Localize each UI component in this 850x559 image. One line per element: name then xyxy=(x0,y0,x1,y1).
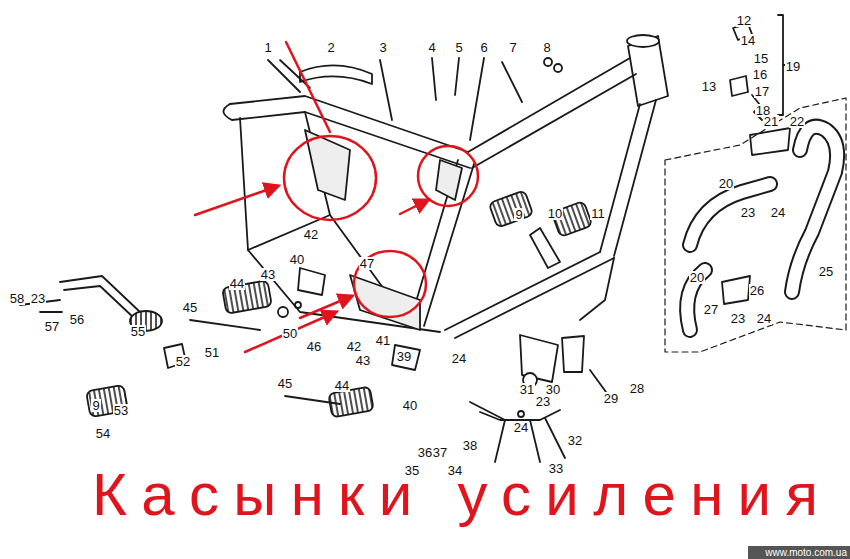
callout-number: 20 xyxy=(718,177,734,190)
callout-number: 53 xyxy=(113,404,129,417)
callout-number: 22 xyxy=(789,115,805,128)
callout-number: 1 xyxy=(263,41,272,54)
callout-number: 50 xyxy=(282,327,298,340)
callout-number: 32 xyxy=(567,434,583,447)
callout-number: 40 xyxy=(402,399,418,412)
callout-number: 23 xyxy=(535,395,551,408)
callout-number: 4 xyxy=(427,41,436,54)
callout-number: 24 xyxy=(513,421,529,434)
callout-number: 24 xyxy=(451,352,467,365)
callout-number: 44 xyxy=(334,379,350,392)
callout-number: 25 xyxy=(818,265,834,278)
callout-number: 38 xyxy=(462,439,478,452)
callout-number: 12 xyxy=(736,14,752,27)
callout-number: 43 xyxy=(260,268,276,281)
watermark: www.moto.com.ua xyxy=(765,548,847,558)
callout-number: 23 xyxy=(730,312,746,325)
callout-number: 14 xyxy=(740,34,756,47)
callout-number: 54 xyxy=(95,427,111,440)
callout-number: 15 xyxy=(753,52,769,65)
callout-number: 8 xyxy=(542,41,551,54)
callout-number: 39 xyxy=(396,350,412,363)
callout-number: 16 xyxy=(752,68,768,81)
callout-number: 37 xyxy=(432,446,448,459)
callout-number: 7 xyxy=(508,41,517,54)
callout-number: 6 xyxy=(479,41,488,54)
callout-number: 47 xyxy=(359,257,375,270)
callout-number: 57 xyxy=(44,320,60,333)
callout-number: 23 xyxy=(740,206,756,219)
callout-number: 20 xyxy=(689,271,705,284)
callout-number: 44 xyxy=(229,277,245,290)
callout-number: 29 xyxy=(603,392,619,405)
callout-number: 51 xyxy=(204,346,220,359)
callout-number: 42 xyxy=(346,340,362,353)
callout-number: 21 xyxy=(763,115,779,128)
callout-number: 42 xyxy=(303,228,319,241)
callout-number: 26 xyxy=(749,284,765,297)
callout-number: 2 xyxy=(326,41,335,54)
callout-number: 58 xyxy=(9,292,25,305)
callout-number: 27 xyxy=(703,303,719,316)
callout-number: 55 xyxy=(130,325,146,338)
callout-number: 24 xyxy=(756,312,772,325)
callout-number: 52 xyxy=(175,355,191,368)
callout-number: 43 xyxy=(355,354,371,367)
callout-number: 19 xyxy=(785,60,801,73)
callout-number: 5 xyxy=(454,41,463,54)
callout-number: 10 xyxy=(547,207,563,220)
callout-number: 31 xyxy=(519,383,535,396)
callout-number: 41 xyxy=(375,334,391,347)
callout-number: 56 xyxy=(69,313,85,326)
callout-number: 45 xyxy=(182,301,198,314)
callout-number: 45 xyxy=(277,377,293,390)
callout-number: 13 xyxy=(701,80,717,93)
callout-number: 40 xyxy=(289,253,305,266)
callout-number: 28 xyxy=(629,382,645,395)
callout-number: 24 xyxy=(770,206,786,219)
callout-number: 46 xyxy=(306,340,322,353)
annotation-text: Касынки усиления xyxy=(92,462,832,528)
callout-number: 9 xyxy=(91,399,100,412)
callout-number: 36 xyxy=(417,446,433,459)
callout-number: 11 xyxy=(590,207,606,220)
callout-number: 9 xyxy=(514,208,523,221)
callout-number: 17 xyxy=(754,85,770,98)
callout-number: 23 xyxy=(30,292,46,305)
callout-number: 3 xyxy=(378,41,387,54)
